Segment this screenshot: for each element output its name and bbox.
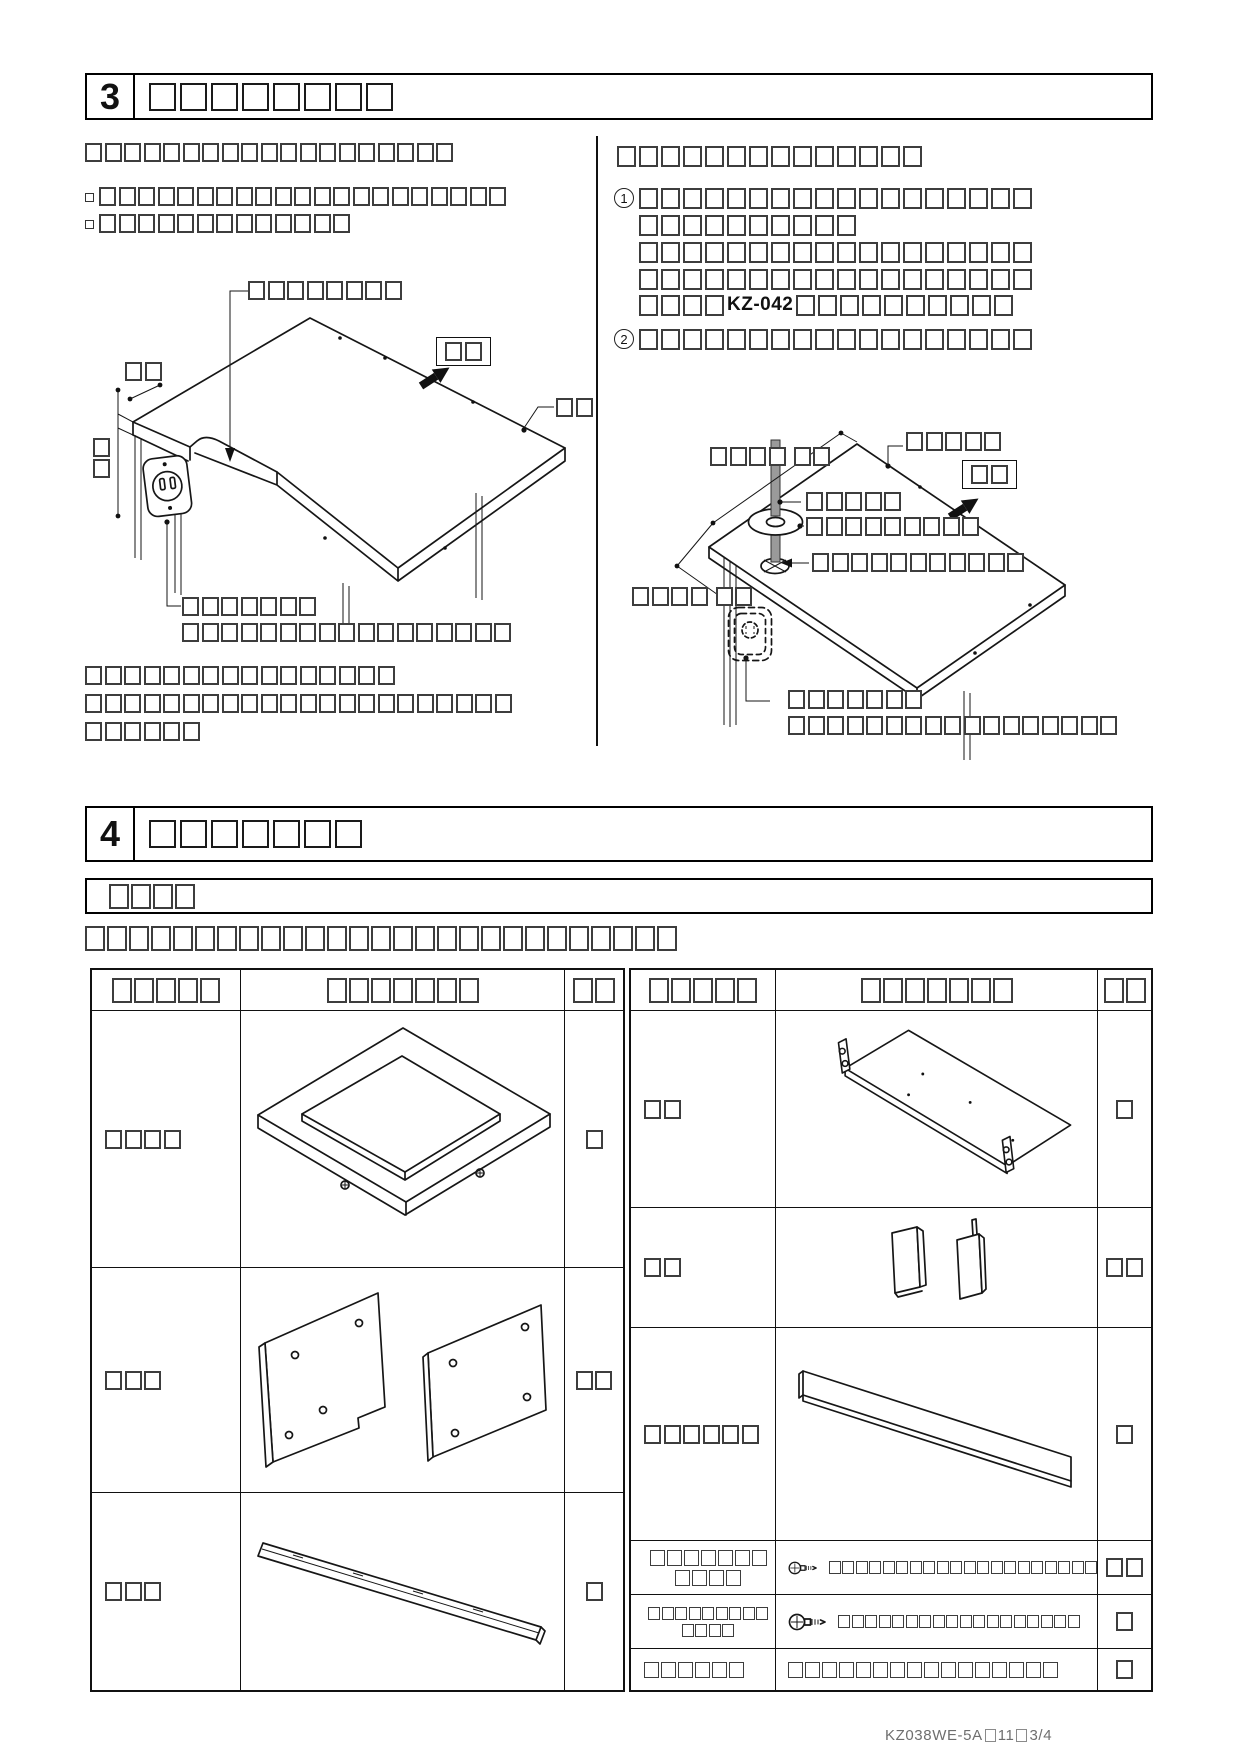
section3-number: 3 bbox=[87, 75, 135, 118]
col-header-name bbox=[112, 977, 220, 1003]
part-qty bbox=[564, 1492, 623, 1690]
model-line-before bbox=[639, 294, 724, 316]
outlet-note bbox=[182, 623, 511, 642]
counter-frame-drawing bbox=[256, 1026, 551, 1216]
step1-line4 bbox=[639, 269, 1032, 290]
step2-line1 bbox=[639, 329, 1032, 350]
rail-drawing bbox=[256, 1541, 546, 1645]
outlet-label bbox=[182, 597, 316, 616]
part-qty bbox=[1097, 1207, 1151, 1327]
part-name bbox=[92, 1492, 240, 1690]
step1-line2 bbox=[639, 215, 856, 236]
part-qty bbox=[1097, 1594, 1151, 1648]
section4-subheading-box bbox=[85, 878, 1153, 914]
parts-table-right bbox=[629, 968, 1153, 1692]
section4-subheading bbox=[109, 883, 195, 909]
model-line-after bbox=[796, 294, 1014, 316]
section4-number: 4 bbox=[87, 808, 135, 860]
section4-title bbox=[149, 808, 362, 860]
width-dim-label bbox=[125, 362, 162, 381]
dim-a-label bbox=[710, 447, 830, 466]
parts-table-left bbox=[90, 968, 625, 1692]
redacted-box bbox=[984, 1729, 996, 1742]
part-shape bbox=[775, 1648, 1097, 1690]
col-header-name bbox=[649, 977, 757, 1003]
redacted-box bbox=[1016, 1729, 1028, 1742]
side-panels-drawing bbox=[257, 1292, 547, 1468]
step1-line1 bbox=[639, 188, 1032, 209]
section3-header: 3 bbox=[85, 73, 1153, 120]
part-shape bbox=[240, 1492, 564, 1690]
s3-left-note2 bbox=[85, 694, 512, 713]
s3-left-bullet1 bbox=[99, 187, 506, 206]
part-shape bbox=[775, 1010, 1097, 1207]
front-label bbox=[971, 465, 1008, 484]
part-name bbox=[631, 1594, 775, 1648]
s3-left-bullet2 bbox=[99, 214, 350, 233]
part-shape bbox=[775, 1207, 1097, 1327]
part-name bbox=[92, 1267, 240, 1492]
part-qty bbox=[564, 1267, 623, 1492]
height-dim-label bbox=[93, 438, 110, 478]
screw-icon bbox=[788, 1613, 826, 1630]
part-qty bbox=[1097, 1540, 1151, 1594]
column-divider bbox=[596, 136, 598, 746]
hole-label bbox=[812, 553, 1024, 572]
part-shape bbox=[240, 1267, 564, 1492]
part-name bbox=[631, 1540, 775, 1594]
s3-left-note1 bbox=[85, 666, 395, 685]
col-header-shape bbox=[326, 977, 479, 1003]
step1-line3 bbox=[639, 242, 1032, 263]
model-number: KZ-042 bbox=[727, 294, 794, 315]
col-header-qty bbox=[1103, 977, 1146, 1003]
front-direction-arrow bbox=[947, 498, 979, 521]
bullet-icon bbox=[85, 220, 94, 229]
part-qty bbox=[1097, 1010, 1151, 1207]
front-direction-arrow bbox=[418, 367, 450, 390]
part-name bbox=[631, 1648, 775, 1690]
s3-left-intro bbox=[85, 143, 453, 162]
part-qty bbox=[1097, 1648, 1151, 1690]
counter-edge-label bbox=[556, 398, 593, 417]
section4-header: 4 bbox=[85, 806, 1153, 862]
col-header-qty bbox=[573, 977, 615, 1003]
escutcheon-label bbox=[806, 517, 979, 536]
part-shape bbox=[775, 1594, 1097, 1648]
front-label-box bbox=[962, 460, 1017, 489]
pipe-label bbox=[806, 492, 901, 511]
part-name bbox=[631, 1327, 775, 1540]
step1-model-line: KZ-042 bbox=[639, 294, 1014, 316]
step1-marker: 1 bbox=[614, 188, 634, 208]
part-qty bbox=[564, 1010, 623, 1267]
part-qty bbox=[1097, 1327, 1151, 1540]
section3-title bbox=[149, 75, 393, 118]
cutout-label bbox=[248, 281, 402, 300]
front-panel-drawing bbox=[797, 1370, 1072, 1488]
front-label-box bbox=[436, 337, 491, 366]
part-shape bbox=[775, 1327, 1097, 1540]
part-shape bbox=[240, 1010, 564, 1267]
dim-b-label bbox=[632, 587, 752, 606]
s3-right-heading bbox=[617, 146, 922, 167]
col-header-shape bbox=[860, 977, 1013, 1003]
surface-label bbox=[906, 432, 1001, 451]
section4-intro bbox=[85, 926, 677, 951]
shelf-drawing bbox=[837, 1029, 1071, 1175]
screw-icon bbox=[788, 1561, 817, 1574]
part-name bbox=[92, 1010, 240, 1267]
outlet-drawing bbox=[142, 454, 193, 518]
part-name bbox=[631, 1207, 775, 1327]
brackets-drawing bbox=[890, 1218, 987, 1300]
part-shape bbox=[775, 1540, 1097, 1594]
countertop-cutout-diagram bbox=[115, 290, 566, 641]
s3-left-note3 bbox=[85, 722, 200, 741]
step2-marker: 2 bbox=[614, 329, 634, 349]
outlet-label bbox=[788, 690, 922, 709]
outlet-dashed-drawing bbox=[727, 606, 773, 662]
part-name bbox=[631, 1010, 775, 1207]
outlet-note bbox=[788, 716, 1117, 735]
bullet-icon bbox=[85, 193, 94, 202]
front-label bbox=[445, 342, 482, 361]
